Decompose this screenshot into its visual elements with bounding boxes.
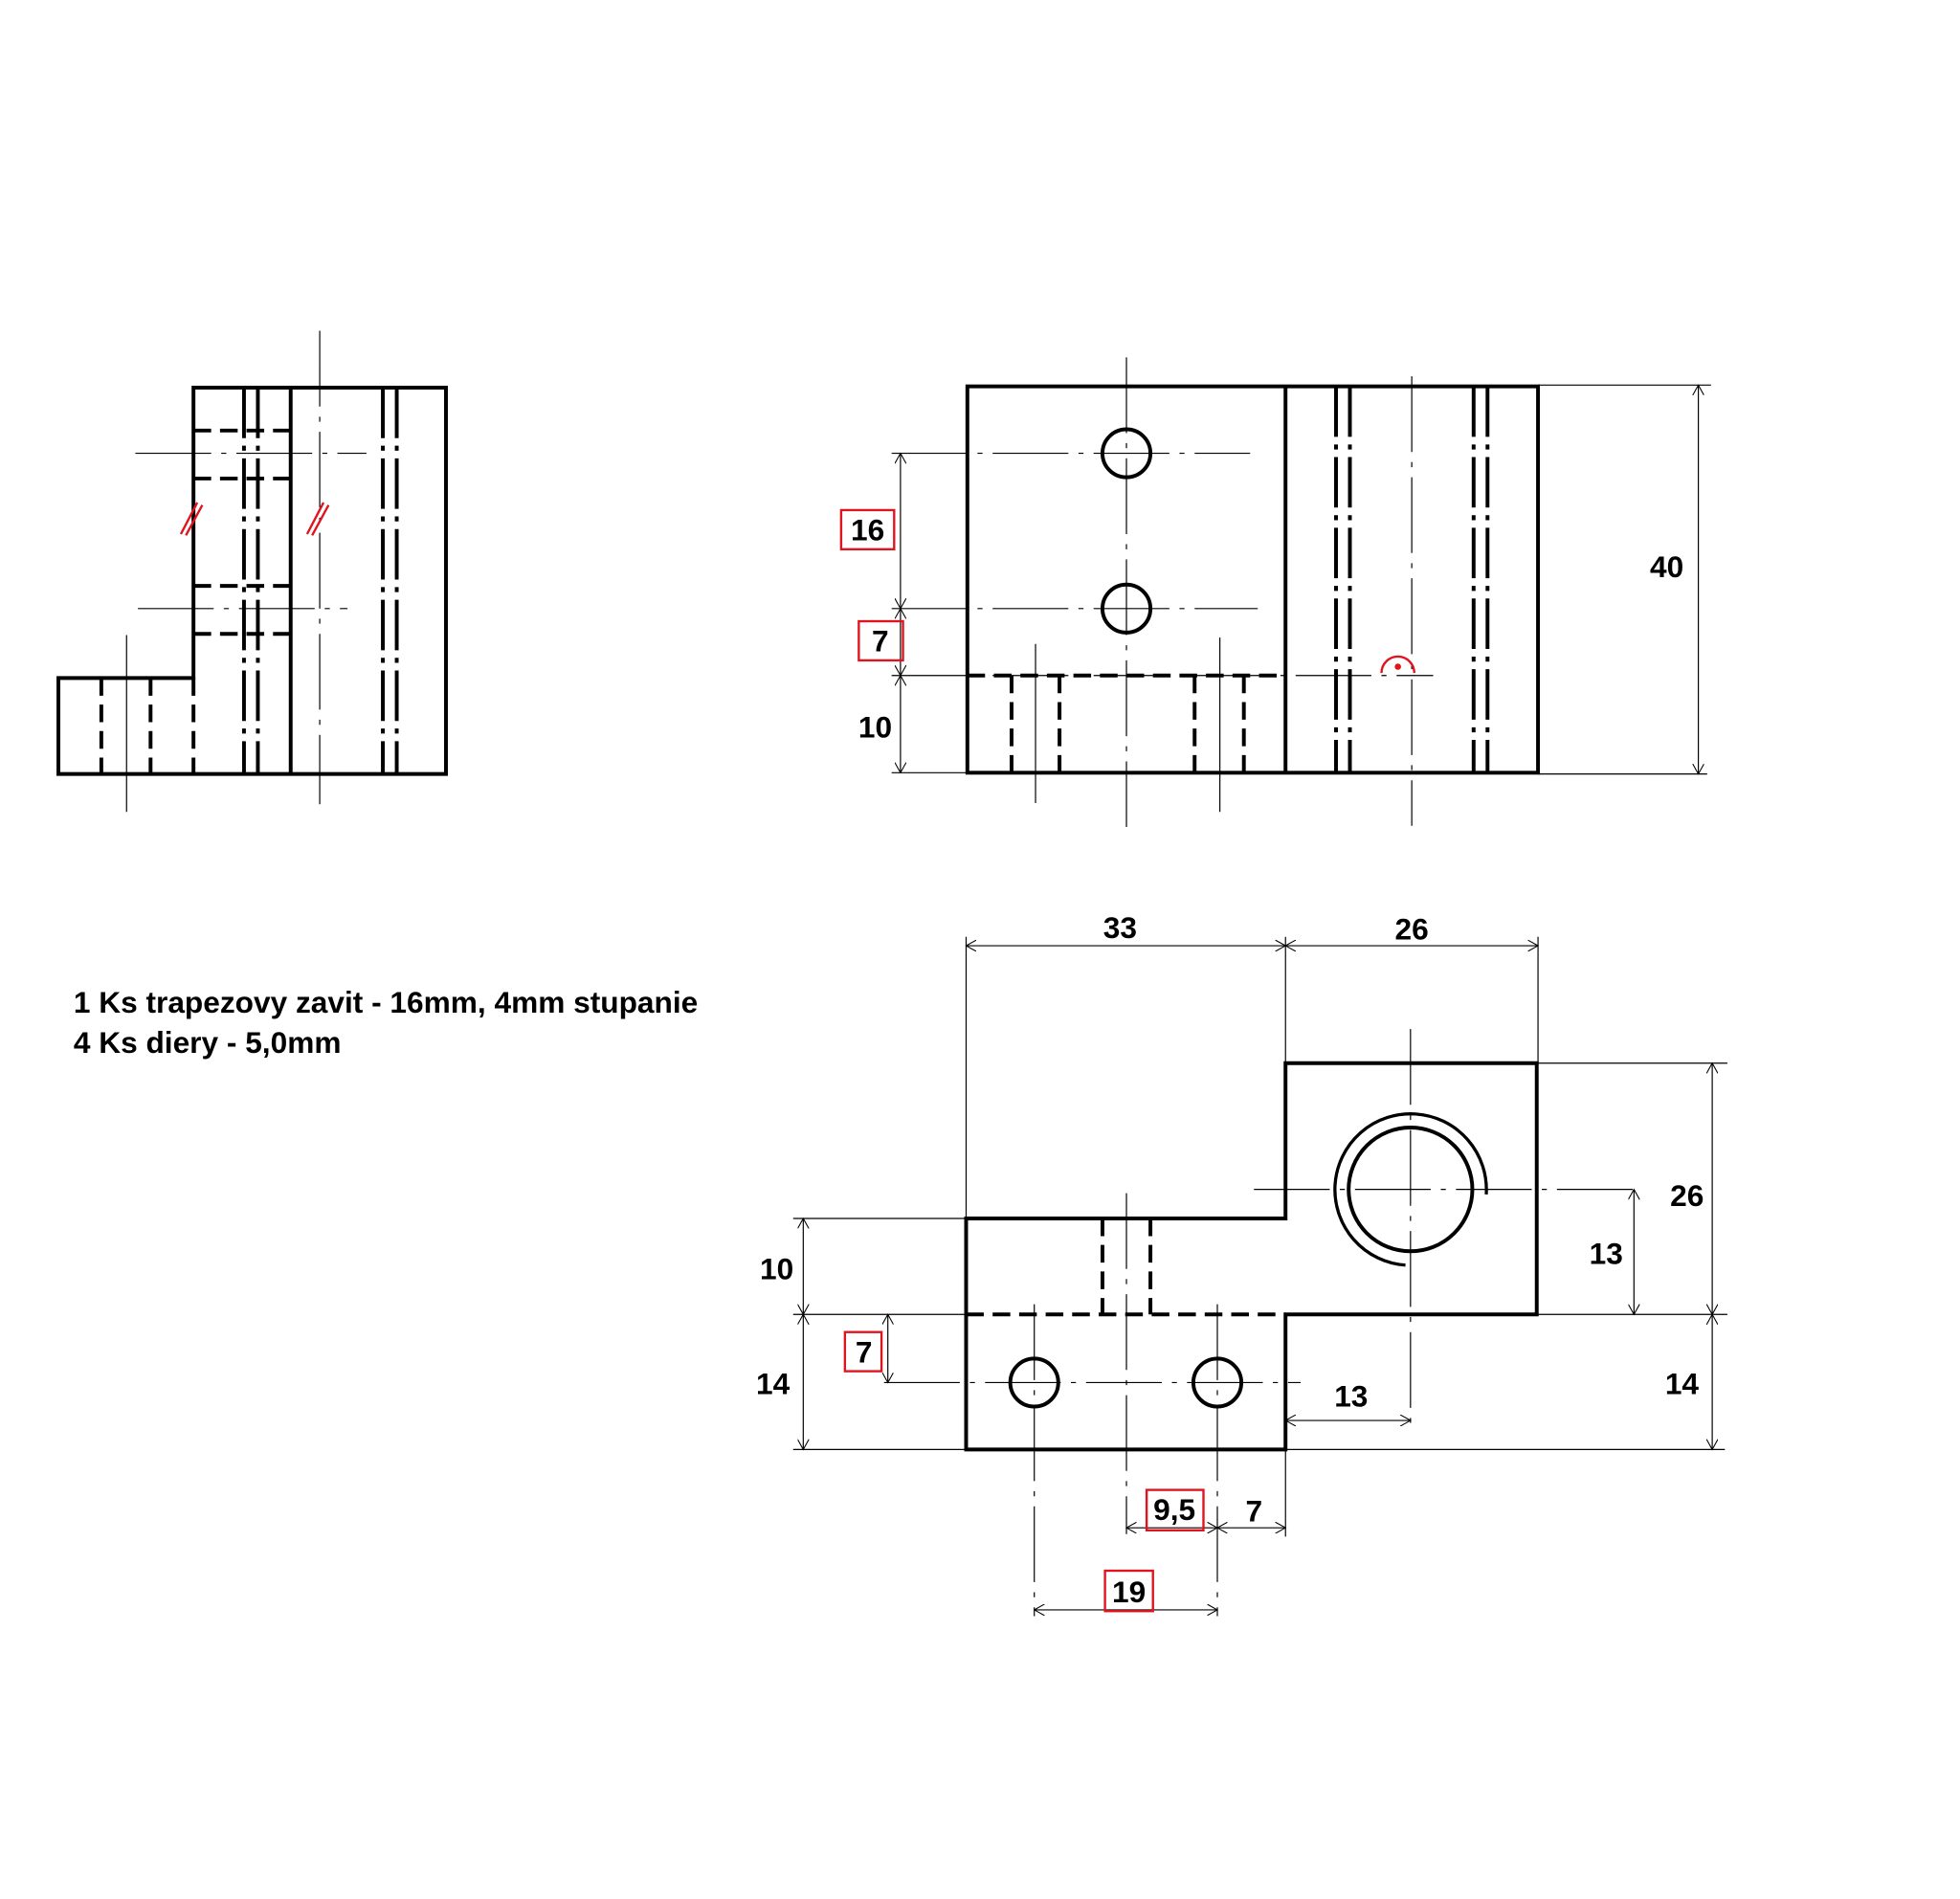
highlight-box [839, 508, 896, 551]
right-angle-symbol [1380, 655, 1415, 674]
parallel-mark [305, 502, 330, 536]
front-view: 16 7 10 40 [839, 357, 1711, 828]
dim-40: 40 [1650, 549, 1683, 584]
dim-9-5: 9,5 [1153, 1492, 1195, 1527]
dim-7-left: 7 [856, 1334, 873, 1369]
highlight-box [858, 619, 904, 662]
dim-10: 10 [858, 709, 892, 744]
highlight-box [1145, 1488, 1205, 1531]
dim-33: 33 [1103, 910, 1137, 945]
dim-14-left: 14 [756, 1366, 791, 1400]
dim-19: 19 [1112, 1575, 1146, 1609]
side-view [56, 330, 448, 813]
note-thread: 1 Ks trapezovy zavit - 16mm, 4mm stupani… [74, 985, 698, 1019]
thread-arc [1333, 1112, 1488, 1267]
notes: 1 Ks trapezovy zavit - 16mm, 4mm stupani… [74, 985, 698, 1060]
dim-10-left: 10 [760, 1251, 793, 1285]
note-holes: 4 Ks diery - 5,0mm [74, 1025, 342, 1060]
dim-26-right: 26 [1670, 1178, 1704, 1213]
dim-13-bottom: 13 [1334, 1379, 1368, 1414]
highlight-box [1103, 1569, 1154, 1613]
parallel-mark [179, 502, 204, 536]
dim-7-bottom: 7 [1245, 1494, 1262, 1529]
dim-16: 16 [851, 513, 884, 547]
highlight-box [843, 1330, 883, 1373]
dim-7: 7 [872, 624, 889, 659]
dim-26-top: 26 [1395, 911, 1429, 946]
dim-14-right: 14 [1665, 1366, 1700, 1400]
dim-13-right: 13 [1590, 1236, 1623, 1270]
top-view: 33 26 26 13 14 10 14 7 13 9,5 7 19 [756, 910, 1727, 1617]
